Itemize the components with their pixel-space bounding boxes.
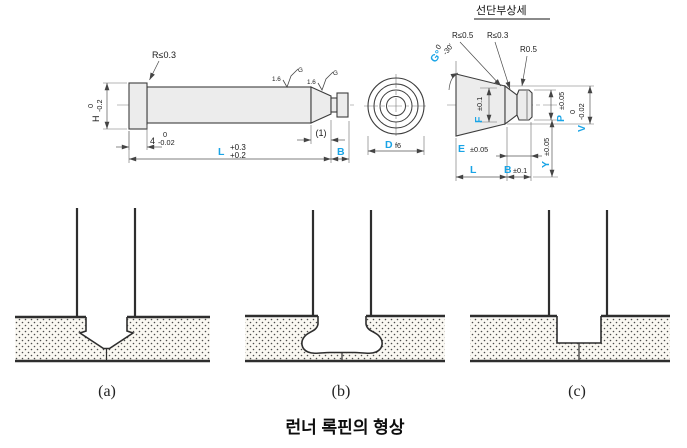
p-tol: ±0.05 (557, 92, 566, 110)
pin-head (128, 82, 148, 130)
detail-b-letter: B (504, 164, 512, 176)
surface-finish-right: 1.6 G (307, 70, 338, 91)
ring-circle (373, 83, 419, 129)
h-letter: H (91, 116, 101, 123)
f-letter: F (473, 116, 485, 123)
b-letter: B (337, 146, 345, 158)
e-tol: ±0.05 (470, 145, 488, 154)
section-a-figure: (a) (15, 208, 210, 400)
detail-fillet-note-2: R≤0.3 (487, 31, 509, 40)
g-upper-tol: 0 (434, 42, 444, 51)
head-thickness-lower: -0.02 (158, 138, 175, 147)
section-b-figure: (b) (245, 210, 445, 400)
tip-detail-view: 선단부상세 R≤0.5 R≤0.3 R0.5 G° 0 -30' (428, 4, 594, 181)
d-letter: D (385, 139, 393, 151)
pin-shaft (146, 86, 312, 124)
fillet-note-text: R≤0.3 (152, 50, 176, 60)
taper-ref-text: (1) (316, 128, 327, 138)
outer-circle (367, 77, 425, 135)
finish-value: 1.6 (307, 79, 316, 86)
l-lower-tol: +0.2 (230, 151, 246, 160)
detail-l-letter: L (470, 164, 477, 176)
length-dimension: L +0.3 +0.2 B (128, 120, 350, 163)
h-upper-tol: 0 (86, 104, 95, 108)
y-tol: ±0.05 (542, 138, 551, 156)
section-c-label: (c) (568, 383, 586, 400)
h-dimension: H 0 -0.2 (86, 82, 127, 130)
fillet-leader (149, 60, 160, 81)
section-a-label: (a) (98, 383, 116, 400)
finish-grade: G (333, 70, 338, 77)
f-tol: ±0.1 (475, 97, 484, 111)
d-dimension: D f6 (367, 136, 425, 155)
detail-tip (516, 89, 533, 121)
v-upper-tol: 0 (568, 110, 577, 114)
pin-tip (336, 92, 349, 118)
detail-title: 선단부상세 (476, 4, 527, 17)
h-lower-tol: -0.2 (95, 99, 104, 112)
f-dimension: F ±0.1 (473, 87, 497, 123)
surface-finish-left: 1.6 G (272, 67, 303, 88)
finish-grade: G (298, 67, 303, 74)
detail-tip-radius: R0.5 (520, 45, 537, 54)
ring-circle (379, 89, 413, 123)
pin-neck (330, 97, 338, 113)
l-letter: L (218, 146, 225, 158)
d-fit: f6 (395, 141, 401, 150)
head-thickness-upper: 0 (163, 130, 167, 139)
finish-mark-icon (317, 71, 334, 91)
taper-ref-dimension: (1) (297, 125, 345, 144)
detail-neck (504, 84, 518, 126)
detail-b-tol: ±0.1 (513, 166, 527, 175)
section-c-figure: (c) (470, 210, 670, 400)
p-dimension: P ±0.05 (534, 89, 567, 122)
detail-fillet-note-1: R≤0.5 (452, 31, 474, 40)
e-letter: E (458, 143, 465, 155)
v-lower-tol: -0.02 (577, 103, 586, 120)
lockpin-recess-rect (556, 316, 602, 344)
p-letter: P (555, 115, 567, 122)
v-letter: V (576, 125, 588, 132)
e-dimension: E ±0.05 (458, 122, 542, 181)
angle-dimension: G° 0 -30' (428, 41, 459, 91)
head-thickness-value: 4 (150, 136, 155, 146)
finish-mark-icon (282, 68, 299, 88)
pin-end-view: D f6 (364, 74, 428, 155)
detail-lby-dimensions: L B ±0.1 Y ±0.05 (455, 120, 558, 181)
tip-circle (386, 96, 406, 116)
l-upper-tol: +0.3 (230, 143, 246, 152)
fillet-annotation: R≤0.3 (149, 50, 176, 81)
figure-caption: 런너 록핀의 형상 (286, 417, 405, 437)
pin-side-view: R≤0.3 1.6 G 1.6 G H 0 -0.2 (86, 50, 356, 163)
section-b-label: (b) (332, 383, 351, 400)
y-letter: Y (540, 161, 552, 168)
finish-value: 1.6 (272, 76, 281, 83)
pin-taper (310, 86, 332, 124)
